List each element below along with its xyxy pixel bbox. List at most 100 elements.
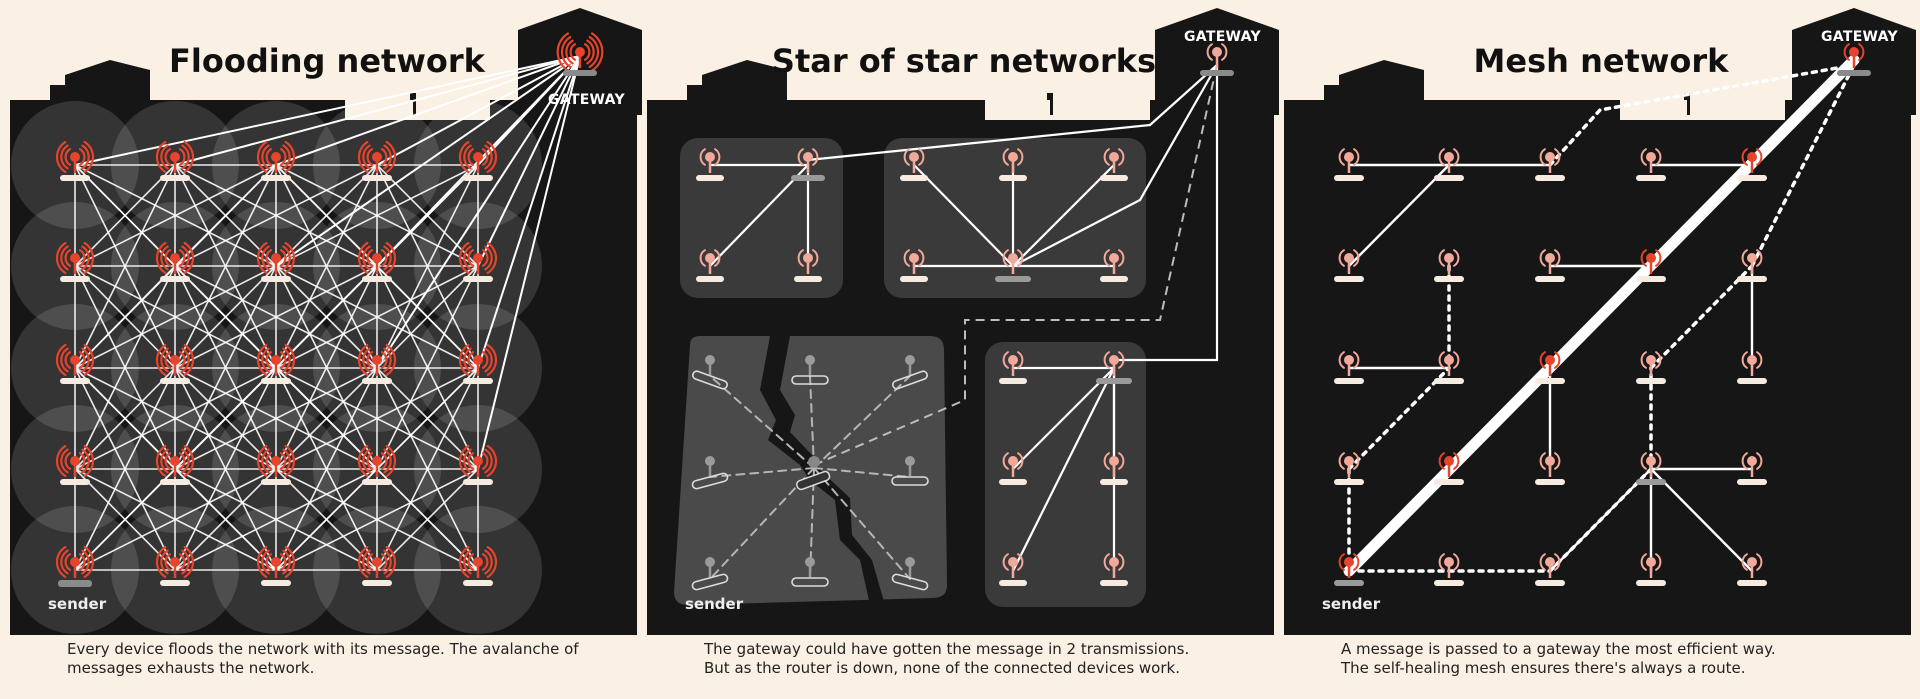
signal-wave [1741,553,1748,571]
node-pad [1535,276,1565,282]
antenna-head [170,355,180,365]
signal-wave [383,347,392,373]
signal-wave [362,245,371,271]
link-line [1011,366,1116,573]
gateway-link [477,55,581,369]
signal-wave [1640,351,1647,369]
left-roof [702,60,787,100]
link-line [708,163,810,268]
signal-wave [1103,452,1110,470]
mast-stick [413,93,416,115]
signal-wave [463,448,472,474]
antenna-head [1008,557,1018,567]
signal-wave [1017,452,1024,470]
antenna-head [905,355,915,365]
signal-wave [484,245,493,271]
star-links [708,63,1219,580]
crack-icon [760,336,885,605]
mesh-link [1347,163,1451,268]
signal-wave [366,553,374,571]
signal-wave [1338,452,1345,470]
mesh-caption-line-2: The self-healing mesh ensures there's al… [1341,659,1746,677]
node-pad [362,580,392,586]
signal-wave [1539,351,1546,369]
signal-wave [164,452,172,470]
star-panel [647,8,1279,635]
signal-wave [261,549,270,575]
node-pad [1636,378,1666,384]
signal-wave [918,148,925,166]
gateway-antenna-icon [1200,43,1234,76]
flood-link [74,367,277,470]
node-pad [463,479,493,485]
node-pad [995,276,1031,282]
node-pad [1334,479,1364,485]
signal-wave [64,249,72,267]
antenna-node-icon [256,444,296,485]
node-pad [1737,175,1767,181]
antenna-head [1444,355,1454,365]
signal-wave [178,249,186,267]
sender-pad [58,580,92,587]
signal-wave [458,241,470,275]
signal-wave [383,448,392,474]
node-pad [1334,378,1364,384]
antenna-head [1646,253,1656,263]
gateway-link [376,55,581,166]
antenna-head [705,253,715,263]
dead-node-icon [691,456,729,490]
signal-wave [486,343,498,377]
signal-wave [81,245,90,271]
signal-wave [385,140,397,174]
signal-wave [164,553,172,571]
node-pad [1737,580,1767,586]
antenna-node-icon [55,140,95,181]
signal-wave [903,148,910,166]
signal-wave [181,448,190,474]
signal-wave [586,39,595,65]
signal-wave [362,448,371,474]
signal-wave [357,444,369,478]
signal-wave [1453,351,1460,369]
roof-gap [1620,100,1785,120]
signal-wave [481,351,489,369]
signal-wave [155,545,167,579]
node-pad [1334,580,1364,586]
signal-wave [1655,148,1662,166]
signal-wave [265,553,273,571]
mesh-backup-link [1548,467,1653,573]
signal-wave [1118,452,1125,470]
antenna-head [473,355,483,365]
signal-wave [64,553,72,571]
signal-wave [1118,148,1125,166]
antenna-head [473,253,483,263]
antenna-node-icon [1737,249,1767,282]
antenna-node-icon [155,444,195,485]
star-caption: The gateway could have gotten the messag… [704,640,1304,678]
link-line [1011,366,1116,471]
signal-wave [1554,148,1561,166]
antenna-node-icon [1535,452,1565,485]
antenna-node-icon [1334,553,1364,586]
signal-wave [55,140,67,174]
antenna-node-icon [1636,452,1666,485]
signal-wave [78,351,86,369]
signal-wave [83,241,95,275]
signal-wave [183,444,195,478]
antenna-node-icon [256,140,296,181]
signal-wave [383,144,392,170]
antenna-node-icon [1535,148,1565,181]
node-pad [696,175,724,181]
antenna-node-icon [155,545,195,586]
antenna-node-icon [155,140,195,181]
antenna-head [1344,253,1354,263]
flood-link [74,164,277,267]
antenna-head [705,355,715,365]
antenna-head [70,355,80,365]
antenna-head [705,557,715,567]
antenna-node-icon [1535,249,1565,282]
signal-wave [380,148,388,166]
antenna-node-icon [55,343,95,384]
signal-wave [1554,553,1561,571]
antenna-head [1747,253,1757,263]
